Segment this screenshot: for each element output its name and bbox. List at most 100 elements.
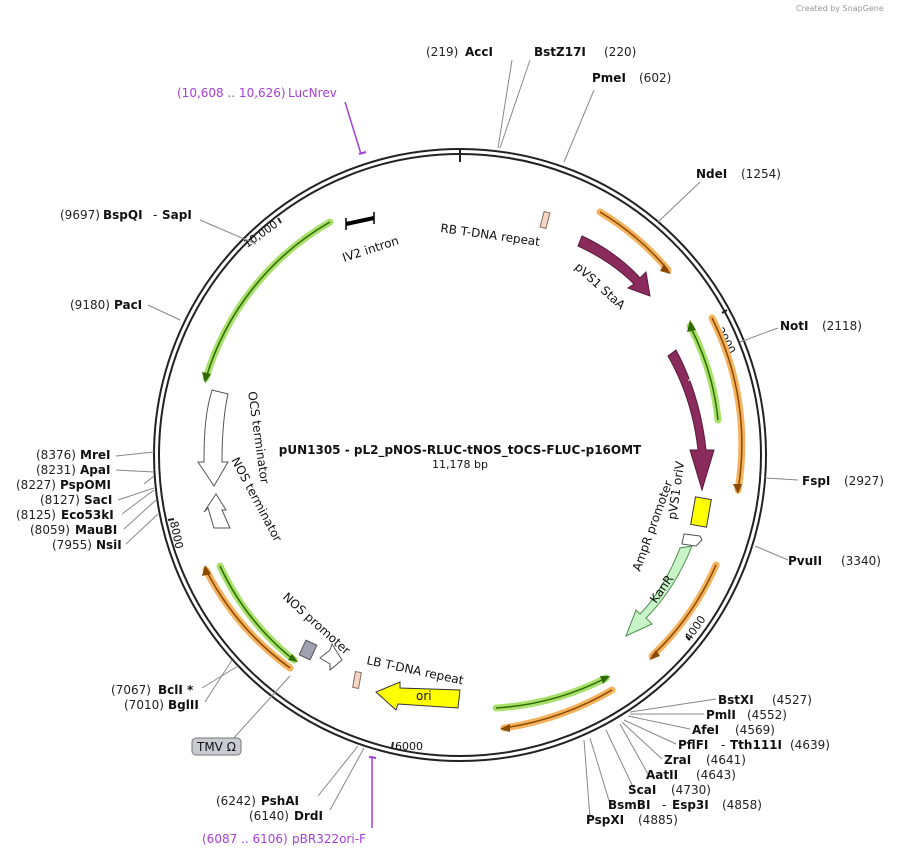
site-pspxi-name[interactable]: PspXI	[586, 813, 624, 827]
pvs1-repa-arrow[interactable]	[667, 349, 715, 492]
site-apai-name[interactable]: ApaI	[80, 463, 110, 477]
lb-repeat-label: LB T-DNA repeat	[365, 653, 465, 687]
nos-promoter-box[interactable]	[298, 639, 318, 661]
tick-mark-4000	[685, 635, 691, 641]
site-apai-line	[115, 469, 155, 473]
orf-orange-lower-left[interactable]	[202, 566, 294, 672]
site-pshai-name[interactable]: PshAI	[261, 794, 299, 808]
site-aatii-line	[619, 723, 649, 775]
site-bstz17i-name[interactable]: BstZ17I	[534, 45, 586, 59]
site-afei-line	[627, 715, 691, 730]
site-apai-pos: (8231)	[36, 463, 76, 477]
site-afei-pos: (4569)	[735, 723, 775, 737]
site-acci-line	[497, 59, 513, 149]
site-saci-line	[117, 487, 155, 501]
site-paci-pos: (9180)	[70, 298, 110, 312]
tick-mark-6000	[391, 741, 394, 749]
primer-lucnrev-name[interactable]: LucNrev	[288, 86, 337, 100]
site-pvuii-name[interactable]: PvuII	[788, 554, 822, 568]
orf-green-upper-left[interactable]	[202, 218, 334, 382]
site-eco53ki-name[interactable]: Eco53kI	[61, 508, 114, 522]
primer-pbr322ori-f-name[interactable]: pBR322ori-F	[292, 832, 366, 846]
site-bcli-name[interactable]: BclI *	[158, 683, 194, 697]
site-pmei-line	[563, 89, 595, 163]
site-noti-name[interactable]: NotI	[780, 319, 809, 333]
site-bspqi-pos: (9697)	[60, 208, 100, 222]
ampr-promoter-arrow[interactable]	[681, 533, 703, 547]
site-maubi-name[interactable]: MauBI	[75, 523, 117, 537]
site-pflfi-line	[623, 719, 677, 745]
nos-terminator-arrow[interactable]	[203, 493, 231, 529]
site-aatii-name[interactable]: AatII	[646, 768, 678, 782]
site-paci-line	[147, 304, 181, 321]
site-pflfi-dash: -	[721, 738, 725, 752]
site-maubi-pos: (8059)	[30, 523, 70, 537]
tmv-omega-label: TMV Ω	[196, 740, 236, 754]
primer-lucnrev-mark	[358, 151, 367, 155]
plasmid-name: pUN1305 - pL2_pNOS-RLUC-tNOS_tOCS-FLUC-p…	[279, 443, 642, 458]
site-nsii-line	[125, 513, 159, 545]
orf-orange-right-line	[711, 317, 743, 491]
site-bspqi-line	[199, 219, 257, 245]
primer-pbr322ori-f-mark	[368, 756, 377, 759]
ori-arrow[interactable]	[375, 681, 461, 711]
site-bsmbi-name[interactable]: BsmBI	[608, 798, 650, 812]
orf-orange-bottom-head	[500, 724, 510, 732]
site-bstz17i-line	[499, 59, 531, 149]
site-bglii-name[interactable]: BglII	[168, 698, 199, 712]
orf-green-bottom-head	[600, 676, 610, 684]
site-pmei-name[interactable]: PmeI	[592, 71, 626, 85]
site-zrai-line	[621, 721, 663, 760]
site-bstxi-name[interactable]: BstXI	[718, 693, 754, 707]
site-zrai-name[interactable]: ZraI	[664, 753, 691, 767]
site-nsii-name[interactable]: NsiI	[96, 538, 122, 552]
site-afei-name[interactable]: AfeI	[692, 723, 719, 737]
rb-repeat-label: RB T-DNA repeat	[440, 221, 542, 249]
site-pmli-name[interactable]: PmlI	[706, 708, 736, 722]
pvs1-oriv-box[interactable]	[690, 496, 712, 528]
site-saci-name[interactable]: SacI	[84, 493, 112, 507]
tmv-omega-badge[interactable]	[191, 737, 242, 756]
site-bglii-line	[204, 659, 233, 703]
nos-promoter-arrow[interactable]	[319, 642, 343, 672]
lb-repeat-box[interactable]	[352, 671, 362, 689]
tick-mark-8000	[167, 518, 175, 521]
pvs1-staa-arrow[interactable]	[577, 235, 651, 297]
site-noti-pos: (2118)	[822, 319, 862, 333]
rb-repeat-box[interactable]	[539, 210, 551, 230]
site-esp3i-name[interactable]: Esp3I	[672, 798, 709, 812]
site-fspi-name[interactable]: FspI	[802, 474, 830, 488]
site-acci-name[interactable]: AccI	[465, 45, 493, 59]
site-pflfi-name[interactable]: PflFI	[678, 738, 708, 752]
orf-orange-lower-left-line	[205, 569, 291, 669]
site-bspqi-name[interactable]: BspQI	[103, 208, 143, 222]
site-bcli-pos: (7067)	[111, 683, 151, 697]
primer-lucnrev-line	[344, 101, 362, 155]
iv2-intron-label: IV2 intron	[341, 233, 401, 264]
site-mrei-name[interactable]: MreI	[80, 448, 110, 462]
site-eco53ki-pos: (8125)	[16, 508, 56, 522]
site-sapi-name[interactable]: SapI	[162, 208, 192, 222]
tick-label-6000: 6000	[395, 740, 423, 753]
site-pspomi-name[interactable]: PspOMI	[60, 478, 111, 492]
site-tth111i-name[interactable]: Tth111I	[730, 738, 782, 752]
tick-mark-10000	[277, 217, 282, 224]
site-noti-line	[739, 327, 779, 343]
site-drdi-name[interactable]: DrdI	[294, 809, 323, 823]
site-scai-name[interactable]: ScaI	[628, 783, 656, 797]
site-paci-name[interactable]: PacI	[114, 298, 142, 312]
ocs-terminator-arrow[interactable]	[197, 389, 229, 487]
orf-green-right-head	[687, 320, 696, 332]
site-ndei-name[interactable]: NdeI	[696, 167, 727, 181]
orf-orange-top-head	[660, 264, 671, 274]
iv2-intron-bar[interactable]	[345, 216, 375, 226]
site-acci-pos: (219)	[426, 45, 458, 59]
kanr-label: KanR	[647, 572, 676, 605]
site-eco53ki-line	[121, 489, 155, 515]
orf-green-upper-left-line	[205, 221, 331, 379]
orf-orange-lower-right-line	[651, 564, 717, 657]
kanr-arrow[interactable]	[625, 545, 693, 637]
site-pshai-pos: (6242)	[216, 794, 256, 808]
site-bstz17i-pos: (220)	[604, 45, 636, 59]
